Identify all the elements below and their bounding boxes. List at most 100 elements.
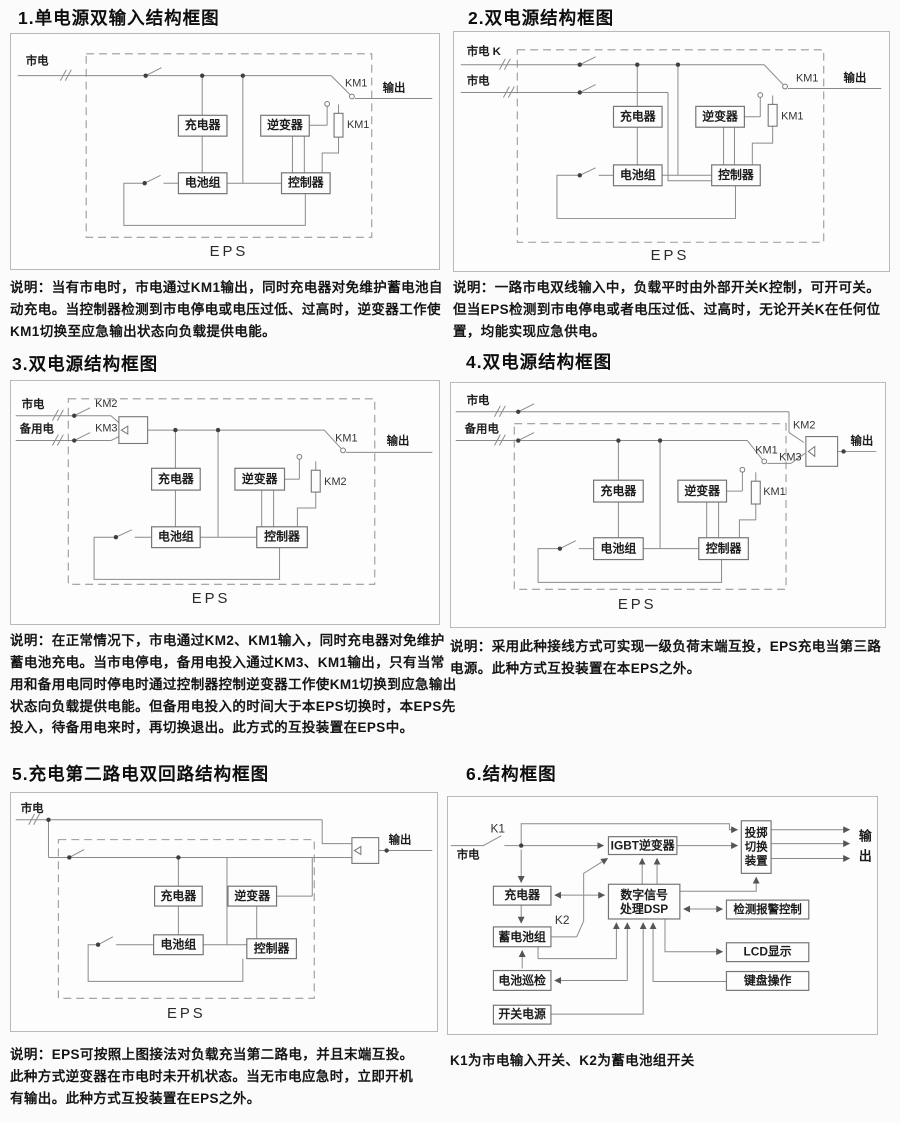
d3-inverter-label: 逆变器 (242, 472, 279, 486)
d6-switch-psu-label: 开关电源 (498, 1007, 546, 1021)
d1-wires (17, 67, 433, 226)
d2-km1-contact-label: KM1 (796, 73, 818, 85)
d2-km1-coil (767, 103, 778, 127)
d3-inverter-box (234, 467, 286, 491)
d5-inverter-box (227, 885, 278, 907)
d6-output-char-2: 出 (859, 848, 872, 863)
d6-wires (450, 823, 851, 1015)
d4-inverter-label: 逆变器 (684, 484, 721, 498)
d6-k1-label: K1 (490, 822, 505, 836)
d6-alarm-control-box (725, 899, 810, 920)
d6-battery-patrol-label: 电池巡检 (498, 973, 546, 987)
d6-dsp-box (607, 883, 681, 920)
d6-battery-pack-label: 蓄电池组 (498, 930, 546, 944)
d6-keyboard-box (725, 970, 810, 991)
d3-km2-switch-label: KM2 (95, 398, 117, 410)
section-1-note: 说明：当有市电时，市电通过KM1输出，同时充电器对免维护蓄电池自动充电。当控制器… (10, 280, 443, 339)
d6-switch-psu-box (492, 1004, 552, 1025)
d6-battery-pack-box (492, 926, 552, 948)
d6-transfer-label-2: 切换 (745, 840, 768, 854)
d2-eps-boundary (516, 49, 825, 243)
d4-eps-label: EPS (618, 597, 657, 613)
d2-mains-k-label: 市电 K (467, 44, 502, 58)
d4-transfer-interlock (805, 436, 839, 467)
d1-charger-box (177, 114, 228, 137)
d4-km1-coil-label: KM1 (763, 486, 785, 498)
d5-controller-box (246, 938, 297, 960)
d3-charger-label: 充电器 (158, 472, 195, 486)
d4-km2-switch-label: KM2 (793, 420, 815, 432)
diagram-1-svg: 充电器 逆变器 电池组 控制器 市电 KM1 KM1 输出 EPS (17, 53, 433, 260)
d1-km1-coil (333, 112, 344, 138)
d4-battery-label: 电池组 (601, 542, 637, 556)
d6-transfer-label-1: 投掷 (745, 826, 768, 840)
diagram-1-panel: 充电器 逆变器 电池组 控制器 市电 KM1 KM1 输出 EPS (10, 33, 440, 270)
d6-igbt-inverter-label: IGBT逆变器 (611, 839, 676, 853)
d4-charger-label: 充电器 (601, 484, 638, 498)
d2-battery-box (612, 164, 663, 187)
d5-mains-label: 市电 (21, 801, 44, 815)
d4-controller-box (698, 537, 749, 561)
diagram-6-panel: IGBT逆变器 投掷 切换 装置 充电器 数字信号 处理DSP 检测报警控制 蓄… (447, 796, 878, 1035)
d5-interlock-triangle-icon (353, 845, 362, 856)
d5-inverter-label: 逆变器 (234, 889, 271, 903)
d6-igbt-inverter-box (607, 836, 678, 856)
d6-battery-patrol-box (492, 969, 552, 991)
d2-inverter-box (695, 105, 745, 128)
d6-lcd-label: LCD显示 (744, 945, 792, 959)
d2-controller-box (711, 164, 761, 187)
d3-interlock-triangle-icon (120, 425, 129, 435)
diagram-4-panel: 充电器 逆变器 电池组 控制器 市电 备用电 KM2 KM1 KM3 KM1 输… (450, 382, 886, 628)
d5-wires (15, 813, 433, 982)
d4-km3-switch-label: KM3 (779, 451, 801, 463)
diagram-4-svg: 充电器 逆变器 电池组 控制器 市电 备用电 KM2 KM1 KM3 KM1 输… (455, 393, 877, 613)
section-6-title: 6.结构框图 (466, 764, 557, 784)
d1-controller-box (280, 172, 331, 195)
d6-output-char-1: 输 (859, 829, 873, 844)
d6-k2-label: K2 (555, 913, 570, 927)
section-4-note: 说明：采用此种接线方式可实现一级负荷末端互投，EPS充电当第三路电源。此种方式互… (450, 639, 882, 676)
d6-dsp-label-2: 处理DSP (619, 902, 668, 916)
d4-eps-boundary (513, 423, 787, 590)
d3-eps-boundary (67, 398, 376, 585)
d5-battery-label: 电池组 (161, 938, 197, 952)
section-3-note: 说明：在正常情况下，市电通过KM2、KM1输入，同时充电器对免维护蓄电池充电。当… (10, 633, 457, 736)
d2-mains-label: 市电 (467, 74, 490, 88)
diagram-2-svg: 充电器 逆变器 电池组 控制器 市电 K 市电 KM1 KM1 输出 EPS (460, 44, 882, 264)
section-5-note: 说明：EPS可按照上图接法对负载充当第二路电，并且末端互投。此种方式逆变器在市电… (10, 1047, 414, 1106)
diagram-2-panel: 充电器 逆变器 电池组 控制器 市电 K 市电 KM1 KM1 输出 EPS (453, 31, 890, 272)
d4-controller-label: 控制器 (706, 542, 743, 556)
diagram-3-panel: 充电器 逆变器 电池组 控制器 市电 备用电 KM2 KM3 KM1 KM2 输… (10, 380, 440, 625)
d1-eps-label: EPS (210, 244, 249, 260)
d2-km1-coil-label: KM1 (781, 110, 803, 122)
d5-output-label: 输出 (389, 833, 412, 847)
d3-controller-label: 控制器 (264, 530, 301, 544)
d4-wires (455, 403, 877, 583)
section-1-title: 1.单电源双输入结构框图 (18, 8, 220, 28)
d1-km1-contact-label: KM1 (345, 78, 367, 90)
diagram-6-svg: IGBT逆变器 投掷 切换 装置 充电器 数字信号 处理DSP 检测报警控制 蓄… (450, 820, 873, 1025)
d3-km2-coil-label: KM2 (324, 476, 346, 488)
d4-interlock-triangle-icon (807, 445, 816, 458)
d2-controller-label: 控制器 (718, 168, 755, 182)
d4-battery-box (593, 537, 644, 561)
d6-alarm-control-label: 检测报警控制 (733, 902, 801, 916)
d2-charger-label: 充电器 (620, 109, 657, 123)
d4-mains-label: 市电 (467, 393, 490, 407)
d3-charger-box (151, 467, 201, 491)
d3-controller-box (256, 526, 308, 549)
d6-charger-label: 充电器 (504, 888, 541, 902)
d6-charger-box (492, 885, 552, 906)
d2-output-label: 输出 (844, 71, 867, 85)
d4-inverter-box (677, 479, 728, 503)
d3-km1-contact-label: KM1 (335, 433, 357, 445)
d4-output-label: 输出 (851, 433, 874, 447)
d1-inverter-label: 逆变器 (267, 118, 304, 132)
d1-battery-label: 电池组 (185, 176, 221, 190)
d6-lcd-box (725, 942, 810, 963)
d2-charger-box (612, 105, 663, 128)
d6-keyboard-label: 键盘操作 (743, 973, 792, 987)
d5-transfer-interlock (351, 837, 380, 864)
d5-controller-label: 控制器 (254, 942, 291, 956)
